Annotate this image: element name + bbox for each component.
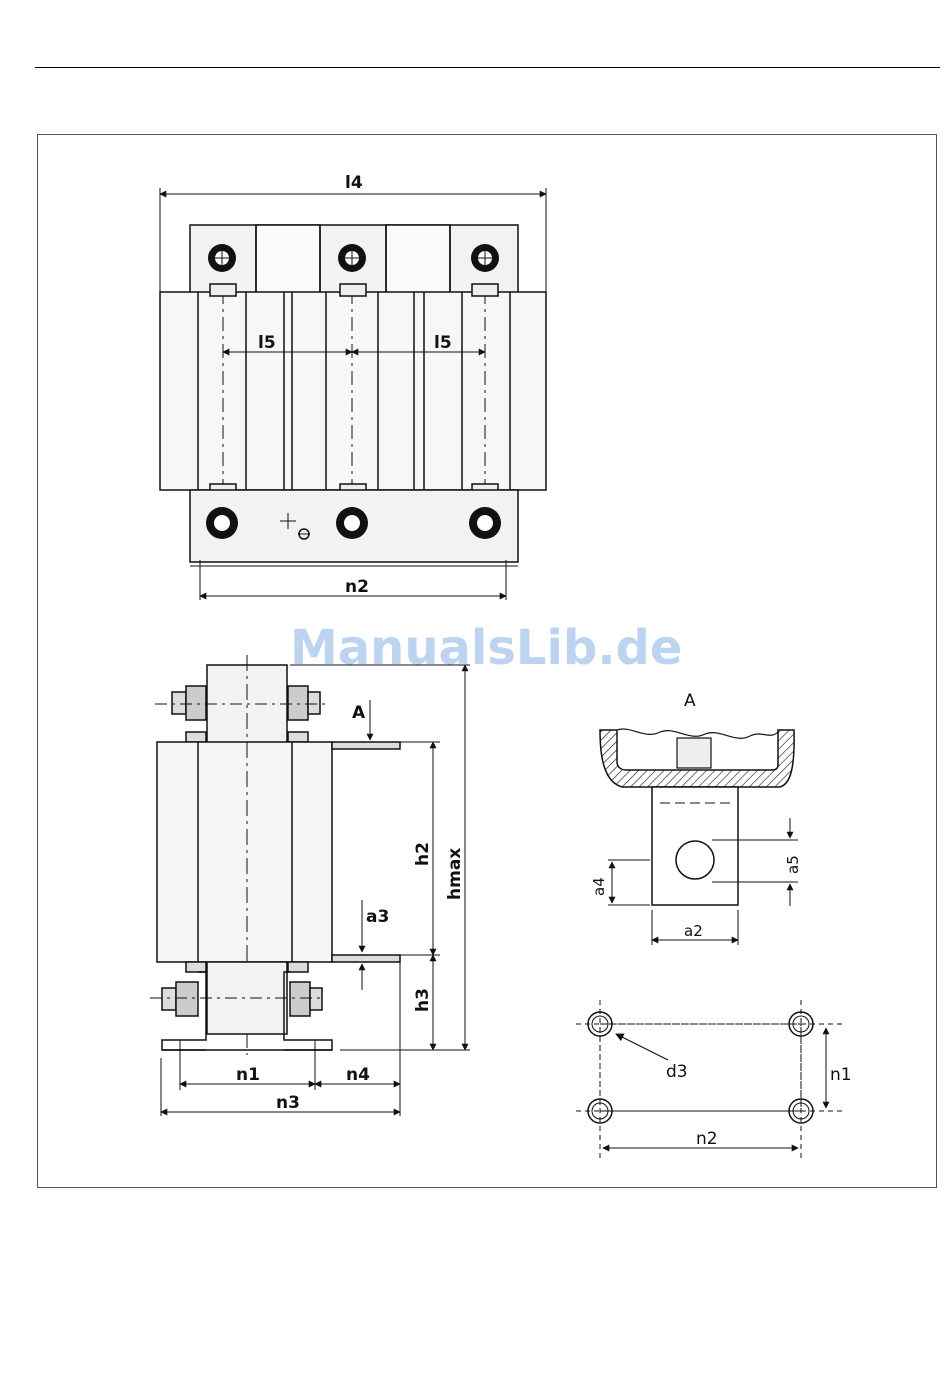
label-l5-left: l5 [258, 333, 276, 353]
label-n2-top: n2 [345, 577, 369, 597]
label-n2-pattern: n2 [696, 1129, 718, 1149]
watermark: ManualsLib.de [290, 620, 682, 676]
label-n3: n3 [276, 1093, 300, 1113]
label-hmax: hmax [445, 848, 465, 900]
terminal-hole [336, 507, 368, 539]
label-n1-pattern: n1 [830, 1065, 852, 1085]
terminal-hole [469, 507, 501, 539]
detail-A-title: A [684, 691, 696, 711]
label-a5: a5 [784, 855, 802, 874]
label-A-arrow: A [352, 703, 366, 723]
terminal-hole [208, 244, 236, 272]
label-h3: h3 [413, 988, 433, 1012]
label-n1-side: n1 [236, 1065, 260, 1085]
terminal-hole [338, 244, 366, 272]
label-a2: a2 [684, 922, 703, 940]
label-h2: h2 [413, 842, 433, 866]
side-view [150, 655, 470, 1116]
label-d3: d3 [666, 1062, 688, 1082]
terminal-hole [206, 507, 238, 539]
label-l5-right: l5 [434, 333, 452, 353]
terminal-hole [471, 244, 499, 272]
label-a3: a3 [366, 907, 389, 927]
label-a4: a4 [590, 877, 608, 896]
label-n4: n4 [346, 1065, 370, 1085]
detail-A [600, 729, 798, 945]
label-l4: l4 [345, 173, 363, 193]
